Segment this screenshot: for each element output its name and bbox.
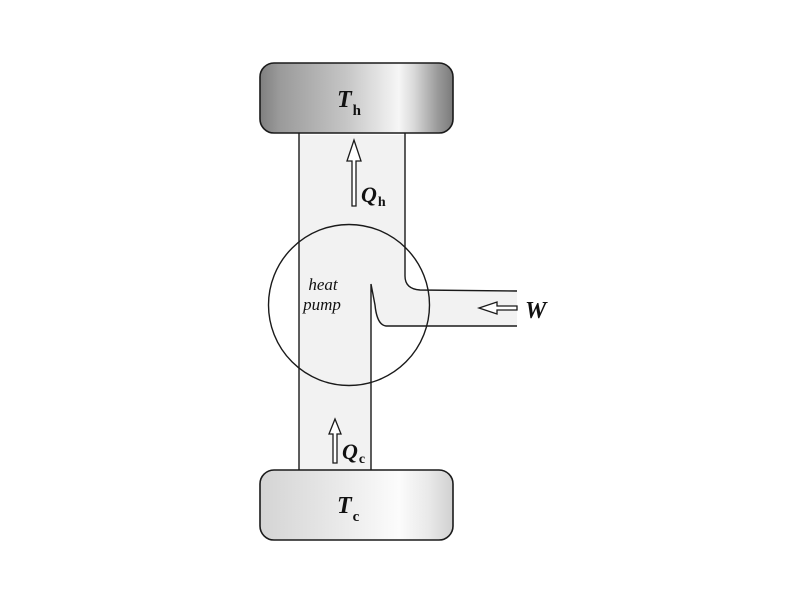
- heat-pump-label-line2: pump: [302, 295, 341, 314]
- heat-in-symbol: Q: [342, 439, 358, 464]
- cold-reservoir-symbol: T: [337, 493, 353, 519]
- cold-reservoir-subscript: c: [353, 509, 360, 525]
- heat-pump-device: [267, 223, 431, 387]
- svg-text:Qh: Qh: [361, 182, 386, 210]
- heat-out-subscript: h: [378, 195, 386, 210]
- heat-out-symbol: Q: [361, 182, 377, 207]
- heat-in-subscript: c: [359, 452, 365, 467]
- svg-text:Th: Th: [337, 87, 362, 119]
- hot-reservoir: Th: [259, 62, 454, 134]
- hot-reservoir-subscript: h: [353, 103, 362, 119]
- hot-reservoir-symbol: T: [337, 87, 353, 113]
- svg-text:Qc: Qc: [342, 439, 365, 467]
- work-in-arrow-icon: [476, 301, 518, 315]
- work-in-symbol: W: [525, 298, 548, 324]
- channel-outline: [298, 133, 518, 470]
- heat-out-arrow-icon: [346, 137, 362, 207]
- heat-pump-label-line1: heat: [308, 275, 339, 294]
- cold-reservoir: Tc: [259, 469, 454, 541]
- energy-flow-channel: [299, 135, 517, 470]
- heat-in-arrow-icon: [328, 417, 342, 464]
- svg-text:Tc: Tc: [337, 493, 360, 525]
